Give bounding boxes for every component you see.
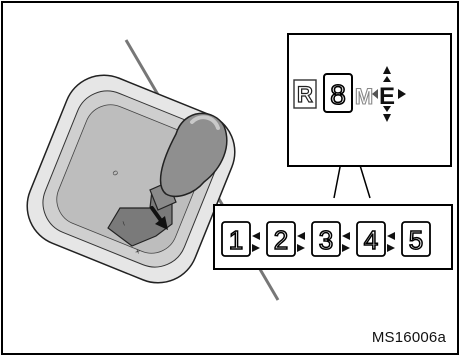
gear-m-letter: M [355,84,373,109]
gear-cell [401,221,431,257]
gear-cell [311,221,341,257]
gear-cell [221,221,251,257]
gear-cell [356,221,386,257]
gear-position-digit: 8 [330,79,346,110]
gear-r-letter: R [297,82,313,107]
gear-r-indicator [293,79,317,109]
sequence-arrows [252,232,395,252]
gear-cell [266,221,296,257]
gate-minus-label: − [118,219,129,227]
gear-cell-digit: 2 [274,225,288,255]
gear-sequence: 1 2 3 4 5 [221,221,431,257]
double-arrow-icon [342,232,350,252]
gate-plus-label: + [132,247,143,255]
gear-position-indicator [323,73,353,113]
gear-cell-digit: 1 [229,225,243,255]
double-arrow-icon [387,232,395,252]
gear-cell-digit: 5 [409,225,423,255]
double-arrow-icon [297,232,305,252]
knob-highlight [190,115,220,130]
shift-direction-arrow-icon [150,206,168,230]
gear-e-letter: E [379,83,395,110]
figure-code: MS16006a [371,329,446,346]
gear-cell-digit: 3 [319,225,333,255]
gate-mode-mark: o [110,168,121,177]
gear-cell-digit: 4 [364,225,378,255]
flashing-indicator-icon [372,66,406,122]
double-arrow-icon [252,232,260,252]
shift-knob [159,112,228,198]
